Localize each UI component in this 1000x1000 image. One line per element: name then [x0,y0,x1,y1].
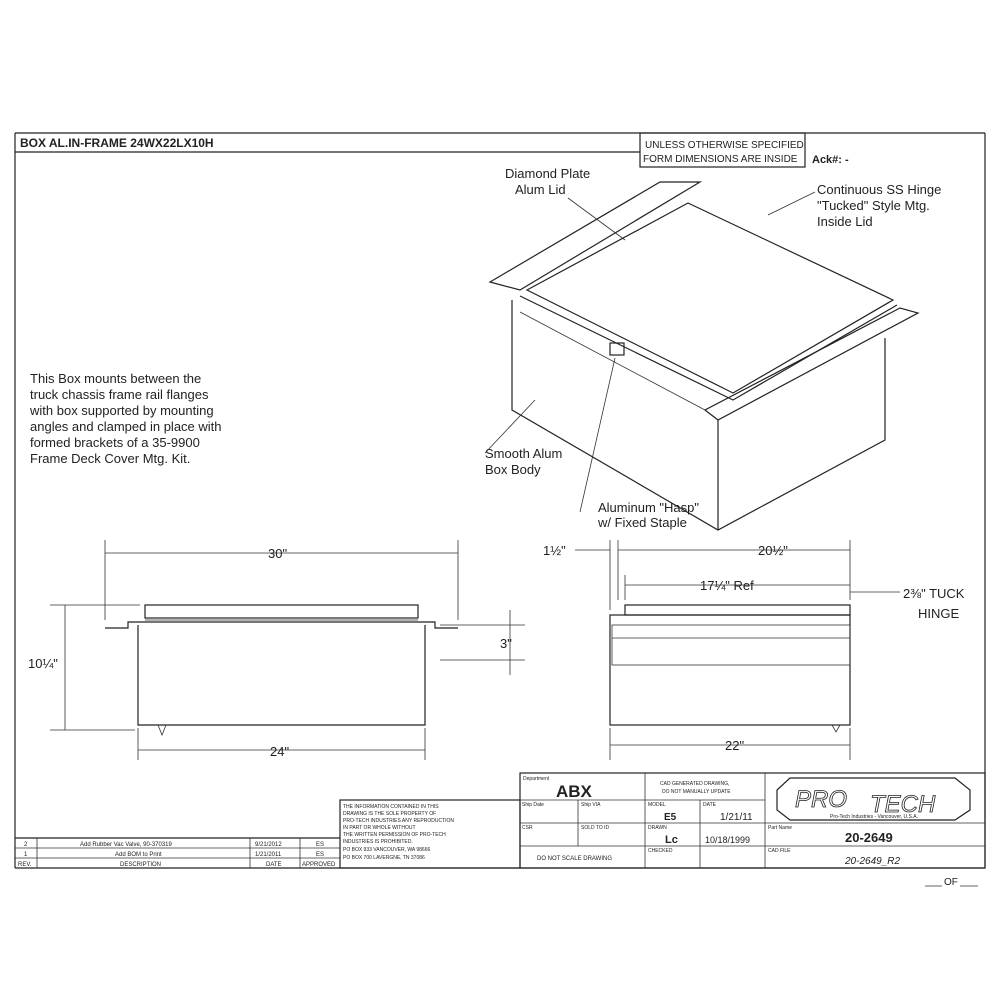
svg-text:Lc: Lc [665,834,678,846]
front-view [50,540,525,760]
svg-text:ES: ES [316,842,324,848]
svg-text:Frame Deck Cover Mtg. Kit.: Frame Deck Cover Mtg. Kit. [30,451,190,466]
svg-text:Alum Lid: Alum Lid [515,182,566,197]
ack-number: Ack#: - [812,154,849,166]
svg-text:CSR: CSR [522,825,533,831]
svg-text:TECH: TECH [870,791,936,818]
svg-text:This Box mounts between the: This Box mounts between the [30,371,201,386]
callout-lid: Diamond Plate Alum Lid [505,166,626,241]
svg-text:INDUSTRIES IS PROHIBITED.: INDUSTRIES IS PROHIBITED. [343,839,413,845]
svg-text:1/21/2011: 1/21/2011 [255,852,282,858]
svg-text:Diamond Plate: Diamond Plate [505,166,590,181]
svg-text:formed brackets of a 35-9900: formed brackets of a 35-9900 [30,435,200,450]
svg-text:MODEL: MODEL [648,802,666,808]
svg-text:DATE: DATE [703,802,717,808]
callout-body: Smooth Alum Box Body [484,399,562,477]
svg-text:10/18/1999: 10/18/1999 [705,835,750,845]
svg-text:Add Rubber Vac Valve, 90-37031: Add Rubber Vac Valve, 90-370319 [80,842,173,848]
title-block: Department ABX CAD GENERATED DRAWING, DO… [519,772,986,869]
dim-side-body: 22" [725,738,744,753]
svg-text:IN PART OR WHOLE WITHOUT: IN PART OR WHOLE WITHOUT [343,825,416,831]
dim-front-overall: 30" [268,546,287,561]
dim-lid-offset: 3" [500,636,512,651]
svg-text:with box supported by mounting: with box supported by mounting [29,403,214,418]
svg-text:Part Name: Part Name [768,825,792,831]
dim-height: 10¼" [28,656,58,671]
svg-text:CHECKED: CHECKED [648,848,673,854]
svg-text:Smooth Alum: Smooth Alum [485,446,562,461]
svg-text:SOLD TO ID: SOLD TO ID [581,825,610,831]
svg-text:THE INFORMATION CONTAINED IN T: THE INFORMATION CONTAINED IN THIS [343,804,439,810]
svg-text:20-2649_R2: 20-2649_R2 [844,856,900,867]
svg-text:UNLESS OTHERWISE SPECIFIED: UNLESS OTHERWISE SPECIFIED [645,140,804,151]
svg-text:E5: E5 [664,812,677,823]
svg-text:1/21/11: 1/21/11 [720,812,753,823]
sheet-of: OF [944,877,958,888]
isometric-view [488,181,920,531]
dim-front-body: 24" [270,744,289,759]
svg-text:DESCRIPTION: DESCRIPTION [120,862,161,868]
svg-text:Aluminum "Hasp": Aluminum "Hasp" [598,500,699,515]
svg-text:Ship Date: Ship Date [522,802,544,808]
svg-text:CAD FILE: CAD FILE [768,848,791,854]
svg-text:w/ Fixed Staple: w/ Fixed Staple [597,515,687,530]
svg-text:CAD GENERATED DRAWING,: CAD GENERATED DRAWING, [660,781,729,787]
department: ABX [556,782,593,801]
svg-text:"Tucked" Style Mtg.: "Tucked" Style Mtg. [817,198,930,213]
revision-table: 2 Add Rubber Vac Valve, 90-370319 9/21/2… [15,837,985,869]
pro-tech-logo: PRO TECH Pro-Tech Industries - Vancouver… [776,777,971,821]
notice-box: UNLESS OTHERWISE SPECIFIED FORM DIMENSIO… [639,132,849,168]
svg-text:FORM DIMENSIONS ARE INSIDE: FORM DIMENSIONS ARE INSIDE [643,154,798,165]
dim-side-ref: 17¼" Ref [700,578,754,593]
dim-tuck-hinge-label: HINGE [918,606,960,621]
callout-hasp: Aluminum "Hasp" w/ Fixed Staple [579,357,699,530]
svg-text:APPROVED: APPROVED [302,862,336,868]
svg-text:DATE: DATE [266,862,282,868]
svg-text:THE WRITTEN PERMISSION OF PRO-: THE WRITTEN PERMISSION OF PRO-TECH [343,832,446,838]
dim-side-overall: 20½" [758,543,788,558]
svg-text:DRAWING IS THE SOLE PROPERTY O: DRAWING IS THE SOLE PROPERTY OF [343,811,436,817]
svg-text:DO NOT MANUALLY UPDATE: DO NOT MANUALLY UPDATE [662,789,731,795]
svg-text:Pro-Tech Industries - Vancouve: Pro-Tech Industries - Vancouver, U.S.A. [830,814,918,820]
svg-text:Add BOM to Print: Add BOM to Print [115,852,162,858]
description-note: This Box mounts between the truck chassi… [29,371,222,466]
svg-text:9/21/2012: 9/21/2012 [255,842,282,848]
svg-text:ES: ES [316,852,324,858]
callout-hinge: Continuous SS Hinge "Tucked" Style Mtg. … [767,182,941,229]
dim-side-left: 1½" [543,543,566,558]
svg-text:Department: Department [523,776,550,782]
svg-text:PRO: PRO [795,786,847,813]
svg-text:Ship VIA: Ship VIA [581,802,601,808]
svg-text:Inside Lid: Inside Lid [817,214,873,229]
svg-text:DRAWN: DRAWN [648,825,667,831]
legal-notice: THE INFORMATION CONTAINED IN THIS DRAWIN… [339,799,521,869]
part-number: 20-2649 [845,830,893,845]
svg-text:PO BOX 700 LAVERGNE, TN 37086: PO BOX 700 LAVERGNE, TN 37086 [343,855,425,861]
hasp-icon [609,342,625,356]
svg-text:Continuous SS Hinge: Continuous SS Hinge [817,182,941,197]
side-view [575,540,900,760]
svg-text:REV.: REV. [18,862,32,868]
svg-text:angles and clamped in place wi: angles and clamped in place with [30,419,222,434]
drawing-title: BOX AL.IN-FRAME 24WX22LX10H [20,136,214,150]
svg-text:1: 1 [24,852,28,858]
dim-tuck-hinge: 2⅜" TUCK [903,586,965,601]
svg-text:PO BOX 933 VANCOUVER, WA 98666: PO BOX 933 VANCOUVER, WA 98666 [343,847,430,853]
svg-text:PRO-TECH INDUSTRIES ANY REPROD: PRO-TECH INDUSTRIES ANY REPRODUCTION [343,818,454,824]
drawing-border [14,132,986,868]
svg-text:DO NOT SCALE DRAWING: DO NOT SCALE DRAWING [537,856,612,862]
svg-text:Box Body: Box Body [485,462,541,477]
svg-text:2: 2 [24,842,28,848]
svg-text:truck chassis frame rail flang: truck chassis frame rail flanges [30,387,209,402]
